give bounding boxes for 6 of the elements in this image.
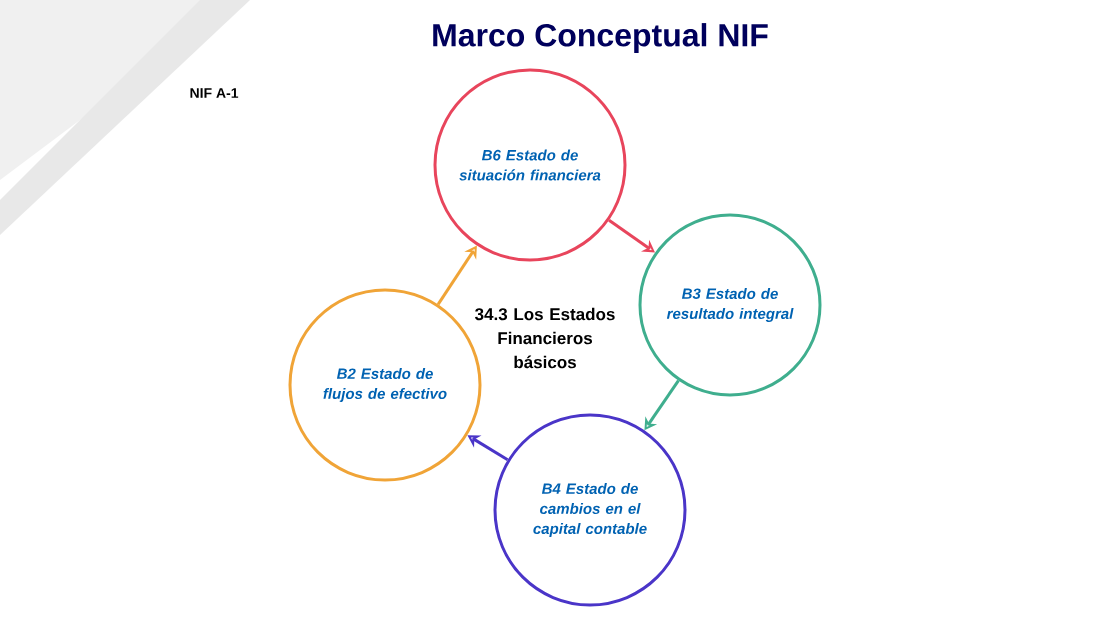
circle-node: B4 Estado de cambios en el capital contable xyxy=(493,413,687,607)
circle-node: B6 Estado de situación financiera xyxy=(433,68,627,262)
center-text: 34.3 Los Estados Financieros básicos xyxy=(475,307,615,369)
title: Marco Conceptual NIF xyxy=(433,23,768,53)
section-label: NIF A-1 xyxy=(190,88,239,98)
circle-node: B3 Estado de resultado integral xyxy=(638,213,822,397)
